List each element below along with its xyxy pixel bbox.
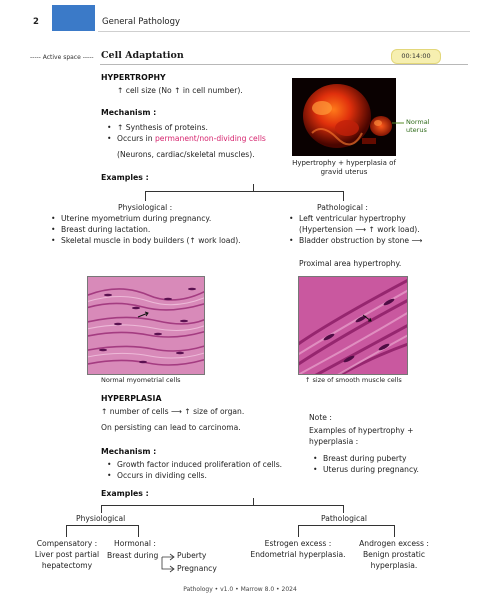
tree-connector (66, 525, 67, 537)
androgen-example: Androgen excess : Benign prostatic hyper… (359, 539, 429, 570)
hormonal-pregnancy: Pregnancy (177, 564, 217, 573)
pathological-detail: Proximal area hypertrophy. (299, 259, 402, 268)
note-heading: Note : (309, 413, 332, 422)
normal-uterus-pointer (392, 122, 404, 124)
list-item: Breast during lactation. (51, 224, 281, 235)
note-text: Examples of hypertrophy + hyperplasia : (309, 426, 414, 446)
mechanism-detail: (Neurons, cardiac/skeletal muscles). (117, 150, 255, 159)
list-item: Growth factor induced proliferation of c… (107, 459, 307, 470)
tree-connector (394, 525, 395, 537)
note-list: Breast during puberty Uterus during preg… (313, 453, 463, 475)
hyperplasia-physiological-heading: Physiological (76, 514, 126, 523)
hormonal-puberty: Puberty (177, 551, 207, 560)
tree-connector (253, 184, 254, 191)
page-footer: Pathology • v1.0 • Marrow 8.0 • 2024 (183, 586, 297, 593)
tree-connector (298, 525, 394, 526)
list-item: ↑ Synthesis of proteins. (107, 122, 297, 133)
photo-caption: Hypertrophy + hyperplasia of gravid uter… (292, 159, 396, 177)
hyperplasia-persisting: On persisting can lead to carcinoma. (101, 423, 241, 432)
tree-connector (101, 505, 102, 513)
list-item: Occurs in dividing cells. (107, 470, 307, 481)
section-title: Cell Adaptation (101, 50, 184, 61)
estrogen-example: Estrogen excess : Endometrial hyperplasi… (250, 539, 346, 559)
list-item: Occurs in permanent/non-dividing cells (107, 133, 297, 144)
hypertrophy-definition: ↑ cell size (No ↑ in cell number). (117, 86, 243, 95)
hyperplasia-mechanism-heading: Mechanism : (101, 447, 157, 456)
section-divider (100, 64, 468, 65)
micrograph-left-caption: Normal myometrial cells (101, 376, 181, 384)
list-item: Skeletal muscle in body builders (↑ work… (51, 235, 281, 246)
tree-connector (298, 525, 299, 537)
hypertrophy-pathological-list: Left ventricular hypertrophy (Hypertensi… (289, 213, 469, 246)
hyperplasia-pathological-heading: Pathological (321, 514, 367, 523)
header-color-tab (52, 5, 95, 31)
hormonal-heading: Hormonal : (114, 539, 156, 548)
tree-connector (343, 505, 344, 513)
header-title: General Pathology (102, 17, 181, 27)
tree-connector (138, 525, 139, 537)
tree-connector (253, 498, 254, 505)
hyperplasia-examples-heading: Examples : (101, 489, 149, 498)
hypertrophy-examples-heading: Examples : (101, 173, 149, 182)
normal-myometrium-micrograph (87, 276, 205, 375)
hormonal-branch-arrows (161, 553, 175, 573)
hyperplasia-mechanism-list: Growth factor induced proliferation of c… (107, 459, 307, 481)
tree-connector (66, 525, 138, 526)
list-item: Breast during puberty (313, 453, 463, 464)
tree-connector (145, 191, 146, 201)
normal-uterus-label: Normal uterus (406, 118, 430, 135)
gravid-uterus-photo (292, 78, 396, 156)
timer-badge[interactable]: 00:14:00 (391, 49, 441, 64)
highlight-text: permanent/non-dividing cells (154, 134, 266, 143)
hypertrophy-physiological-heading: Physiological : (118, 203, 173, 212)
hypertrophy-physiological-list: Uterine myometrium during pregnancy. Bre… (51, 213, 281, 246)
hypertrophy-heading: HYPERTROPHY (101, 73, 166, 82)
tree-connector (101, 505, 343, 506)
hyperplasia-heading: HYPERPLASIA (101, 394, 162, 403)
list-item: Bladder obstruction by stone ⟶ (289, 235, 469, 246)
tree-connector (145, 191, 343, 192)
hypertrophy-mechanism-list: ↑ Synthesis of proteins. Occurs in perma… (107, 122, 297, 144)
hypertrophy-mechanism-heading: Mechanism : (101, 108, 157, 117)
compensatory-example: Compensatory : Liver post partial hepate… (34, 539, 100, 570)
hormonal-breast: Breast during (107, 551, 159, 560)
list-item: Left ventricular hypertrophy (Hypertensi… (289, 213, 469, 235)
hypertrophy-pathological-heading: Pathological : (317, 203, 368, 212)
micrograph-right-caption: ↑ size of smooth muscle cells (305, 376, 402, 384)
list-item: Uterine myometrium during pregnancy. (51, 213, 281, 224)
page-number: 2 (33, 17, 39, 27)
tree-connector (343, 191, 344, 201)
hyperplasia-definition: ↑ number of cells ⟶ ↑ size of organ. (101, 407, 245, 416)
hypertrophied-smooth-muscle-micrograph (298, 276, 408, 375)
header-divider (98, 31, 470, 32)
active-space-label: ----- Active space ----- (30, 54, 94, 61)
list-item: Uterus during pregnancy. (313, 464, 463, 475)
